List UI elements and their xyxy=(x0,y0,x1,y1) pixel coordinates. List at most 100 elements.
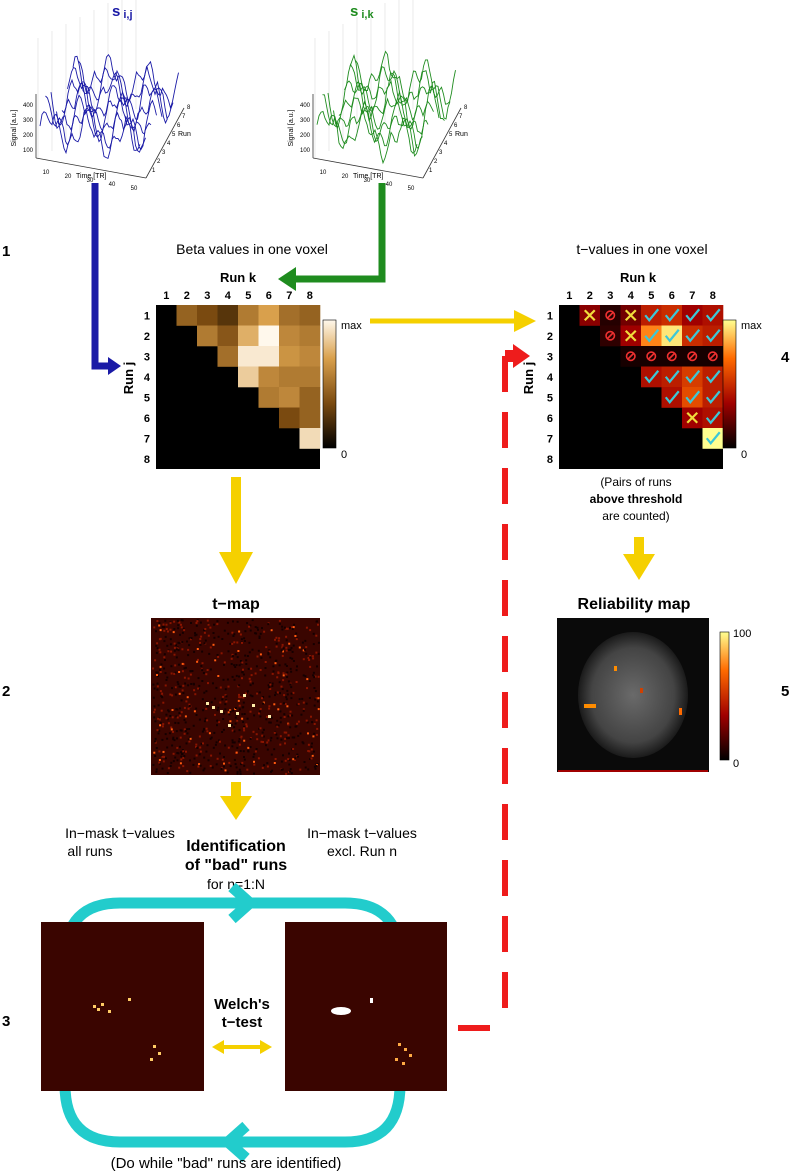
tmap-voxel xyxy=(198,684,201,687)
tmap-voxel xyxy=(266,715,268,718)
tmap-voxel xyxy=(155,651,158,654)
tmap-voxel xyxy=(199,638,202,641)
tmap-voxel xyxy=(233,758,236,761)
matrix-cell xyxy=(682,366,703,388)
tmap-voxel xyxy=(172,752,175,755)
tmap-voxel xyxy=(159,669,162,672)
tmap-voxel xyxy=(158,761,161,764)
tmap-voxel xyxy=(186,728,189,731)
tmap-voxel xyxy=(214,697,217,700)
mask-right-voxel xyxy=(398,1043,401,1046)
tmap-voxel xyxy=(286,676,289,678)
tmap-voxel xyxy=(291,736,294,739)
signal-y-label: Signal [a.u.] xyxy=(288,109,295,146)
tmap-voxel xyxy=(287,758,290,761)
tmap-voxel xyxy=(156,675,159,678)
tmap-voxel xyxy=(173,672,176,675)
tmap-voxel xyxy=(242,750,245,753)
tmap-voxel xyxy=(165,679,168,681)
signal-trace xyxy=(45,95,146,153)
signal-z-tick: 8 xyxy=(464,105,468,111)
tmap-voxel xyxy=(213,731,216,734)
beta-matrix-row-label: Run j xyxy=(121,362,136,395)
signal-trace xyxy=(316,108,418,165)
tmap-voxel xyxy=(264,674,267,677)
tmap-voxel xyxy=(213,623,215,626)
welch-right-line-1: In−mask t−values xyxy=(307,825,417,841)
tmap-voxel xyxy=(214,713,216,716)
tmap-voxel xyxy=(252,682,254,685)
signal-trace xyxy=(355,50,456,105)
mask-right-hotspot xyxy=(331,1007,351,1015)
tmap-voxel xyxy=(270,716,273,719)
tmap-voxel xyxy=(275,645,278,648)
matrix-row-tick: 5 xyxy=(547,392,553,404)
tmap-voxel xyxy=(254,626,257,628)
tmap-voxel xyxy=(268,705,271,708)
tmap-voxel xyxy=(259,708,262,710)
tmap-voxel xyxy=(153,751,156,754)
signal-y-tick: 100 xyxy=(300,148,311,154)
tmap-voxel xyxy=(238,675,240,678)
tmap-voxel xyxy=(253,760,255,763)
tmap-voxel xyxy=(184,730,187,733)
tmap-voxel xyxy=(209,765,212,767)
tmap-voxel xyxy=(275,636,278,639)
tmap-voxel xyxy=(157,704,160,707)
tmap-voxel xyxy=(291,657,294,660)
tmap-voxel xyxy=(307,750,310,752)
tmap-voxel xyxy=(313,765,316,768)
tmap-voxel xyxy=(256,626,259,629)
tmap-voxel xyxy=(208,652,211,655)
signal-x-tick: 50 xyxy=(408,186,415,192)
tmap-voxel xyxy=(242,721,245,723)
blocked-icon xyxy=(605,310,616,321)
red-dashed-feedback-line xyxy=(458,356,508,1031)
tmap-voxel xyxy=(164,635,167,638)
matrix-cell xyxy=(661,305,683,326)
tmap-title: t−map xyxy=(212,596,260,613)
tmap-voxel xyxy=(225,699,228,702)
tmap-voxel xyxy=(203,756,206,759)
tmap-voxel xyxy=(189,759,191,762)
tmap-voxel xyxy=(153,708,156,711)
tmap-voxel xyxy=(208,732,211,735)
tmap-voxel xyxy=(214,659,217,662)
tmap-voxel xyxy=(223,629,226,632)
tmap-voxel xyxy=(309,656,312,659)
tmap-voxel xyxy=(285,698,288,701)
blocked-icon xyxy=(707,351,718,362)
tmap-voxel xyxy=(220,768,223,770)
tmap-voxel xyxy=(254,672,257,675)
tmap-voxel xyxy=(162,723,165,726)
tmap-voxel xyxy=(182,684,185,687)
tmap-voxel xyxy=(255,748,258,750)
tmap-voxel xyxy=(233,641,236,644)
matrix-cell xyxy=(661,325,683,347)
tmap-voxel xyxy=(219,740,221,743)
tmap-voxel xyxy=(267,739,270,742)
tmap-voxel xyxy=(164,684,167,687)
tmap-voxel xyxy=(247,667,250,670)
tmap-voxel xyxy=(269,682,271,685)
tmap-voxel xyxy=(315,733,318,736)
check-icon xyxy=(685,390,701,404)
tmap-voxel xyxy=(181,648,184,651)
tmap-voxel xyxy=(249,694,252,697)
t-colorbar xyxy=(722,319,737,449)
tmap-voxel xyxy=(291,650,294,653)
matrix-cell xyxy=(217,346,239,367)
tmap-voxel xyxy=(243,764,246,767)
tmap-voxel xyxy=(184,721,187,724)
tmap-voxel xyxy=(251,648,254,651)
tmap-voxel xyxy=(242,668,244,671)
tmap-voxel xyxy=(249,629,252,632)
signal-z-axis xyxy=(145,107,185,179)
tmap-voxel xyxy=(159,721,162,724)
tmap-voxel xyxy=(255,665,258,668)
reliability-blob xyxy=(679,708,682,715)
mask-right-voxel xyxy=(402,1062,405,1065)
tmap-voxel xyxy=(183,706,186,709)
tmap-voxel xyxy=(187,707,190,710)
tmap-voxel xyxy=(170,665,173,668)
